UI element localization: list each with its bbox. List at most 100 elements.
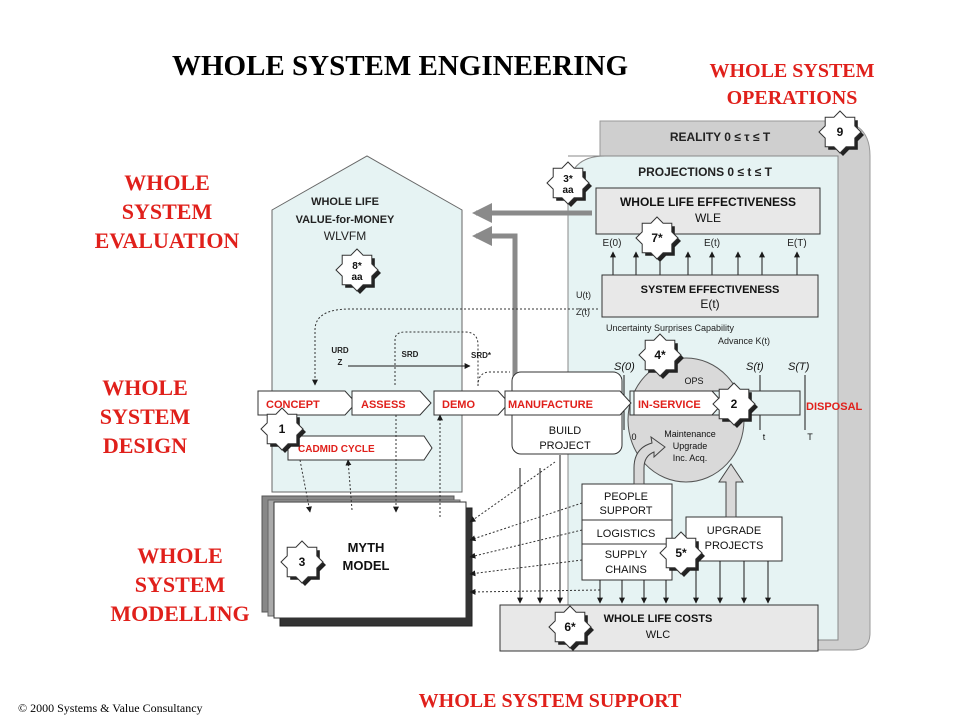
badge-b7: 7* (635, 216, 681, 262)
dotted-feedback (312, 308, 598, 387)
wle-box (595, 187, 821, 235)
badge-b9: 9 (818, 110, 864, 156)
phase-assess-shape (351, 390, 432, 416)
section-line: MODELLING (110, 601, 249, 626)
badge-label: 6* (564, 620, 576, 634)
wlvfm-line: WHOLE LIFE (311, 196, 379, 208)
badge-b3: 3 (280, 540, 326, 586)
urd-label: URD (331, 346, 349, 355)
dotted-arrow (299, 459, 312, 513)
badge-star (548, 605, 592, 649)
section-operations: WHOLE SYSTEM OPERATIONS (709, 60, 874, 109)
section-line: DESIGN (103, 433, 187, 458)
section-line: WHOLE SYSTEM (709, 60, 874, 82)
se-title: SYSTEM EFFECTIVENESS (641, 284, 780, 296)
myth-feed-lines (299, 414, 601, 595)
badge-star (260, 407, 304, 451)
phase-bar (257, 390, 801, 416)
phase-manufacture-shape (504, 390, 632, 416)
badge-label: 8* (352, 261, 362, 272)
projections-label: PROJECTIONS 0 ≤ t ≤ T (638, 165, 773, 179)
badge-b5: 5* (659, 531, 705, 577)
phase-concept[interactable]: CONCEPT (266, 399, 320, 411)
badge-b3aa: 3*aa (546, 161, 592, 207)
section-modelling: WHOLE SYSTEM MODELLING (110, 543, 249, 626)
phase-demo[interactable]: DEMO (442, 399, 475, 411)
phase-demo-shape (433, 390, 510, 416)
badge-label: aa (562, 185, 574, 196)
curved-arrow-left (633, 435, 666, 485)
dotted-arrow (345, 459, 353, 511)
upgrade-feedback (633, 435, 744, 518)
myth-model (261, 495, 473, 627)
badge-b6: 6* (548, 605, 594, 651)
feedback-arrow-build (472, 226, 518, 380)
badge-star (335, 248, 379, 292)
cadmid-label: CADMID CYCLE (298, 444, 375, 455)
supply-line: CHAINS (605, 564, 647, 576)
upgrade-up-arrow (718, 463, 744, 518)
wlc-abbr: WLC (646, 629, 671, 641)
wle-tick: E(t) (704, 238, 720, 249)
supply-line: SUPPLY (605, 549, 648, 561)
myth-line: MYTH (348, 540, 385, 555)
feedback-arrows (472, 203, 592, 380)
se-sub: E(t) (700, 297, 719, 311)
capability-line: Advance K(t) (718, 336, 770, 346)
wle-tick: E(0) (603, 238, 622, 249)
ops-label: OPS (684, 376, 703, 386)
phase-inservice[interactable]: IN-SERVICE (638, 399, 701, 411)
wlvfm-line: VALUE-for-MONEY (296, 214, 395, 226)
wle-title: WHOLE LIFE EFFECTIVENESS (620, 195, 796, 209)
phase-disposal[interactable]: DISPOSAL (806, 401, 863, 413)
badge-b4: 4* (638, 333, 684, 379)
people-line: PEOPLE (604, 491, 648, 503)
support-column (581, 483, 673, 581)
badge-label: 3 (299, 555, 306, 569)
system-effectiveness-box (601, 274, 819, 318)
z-label: Z(t) (576, 307, 590, 317)
badge-label: 7* (651, 231, 663, 245)
copyright: © 2000 Systems & Value Consultancy (18, 701, 203, 715)
dotted-arrow-srd (394, 331, 479, 385)
logistics-label: LOGISTICS (597, 528, 656, 540)
timeline-tick: 0 (631, 432, 636, 442)
cadmid-cycle-shape (287, 435, 433, 461)
dotted-arrow (469, 588, 601, 595)
section-line: SYSTEM (135, 572, 226, 597)
maintenance-line: Inc. Acq. (673, 453, 708, 463)
maintenance-line: Maintenance (664, 429, 716, 439)
srd-label: SRD (402, 350, 419, 359)
timeline-tick: t (763, 432, 766, 442)
timeline-labels: 0 t T (631, 432, 813, 442)
badge-label: 5* (675, 546, 687, 560)
wlvfm-label: WHOLE LIFE VALUE-for-MONEY WLVFM (296, 196, 395, 243)
section-line: SYSTEM (100, 404, 191, 429)
badge-label: 9 (837, 125, 844, 139)
section-line: WHOLE (102, 375, 188, 400)
wlvfm-line: WLVFM (324, 229, 366, 243)
section-line: OPERATIONS (727, 87, 858, 109)
badge-label: 4* (654, 348, 666, 362)
badge-b2: 2 (712, 382, 758, 428)
badge-star (712, 382, 756, 426)
myth-line: MODEL (343, 558, 390, 573)
wle-abbr: WLE (695, 211, 721, 225)
phase-manufacture[interactable]: MANUFACTURE (508, 399, 593, 411)
uncertainty-line: Uncertainty Surprises Capability (606, 323, 735, 333)
section-line: WHOLE (137, 543, 223, 568)
badge-star (659, 531, 703, 575)
wlc-box (499, 604, 819, 652)
phase-assess[interactable]: ASSESS (361, 399, 406, 411)
maintenance-line: Upgrade (673, 441, 708, 451)
badge-star (638, 333, 682, 377)
s-label: S(t) (746, 361, 764, 373)
upgrade-line: UPGRADE (707, 525, 761, 537)
badge-star (635, 216, 679, 260)
section-line: WHOLE (124, 170, 210, 195)
wlc-title: WHOLE LIFE COSTS (604, 613, 713, 625)
dotted-arrow (469, 461, 556, 523)
